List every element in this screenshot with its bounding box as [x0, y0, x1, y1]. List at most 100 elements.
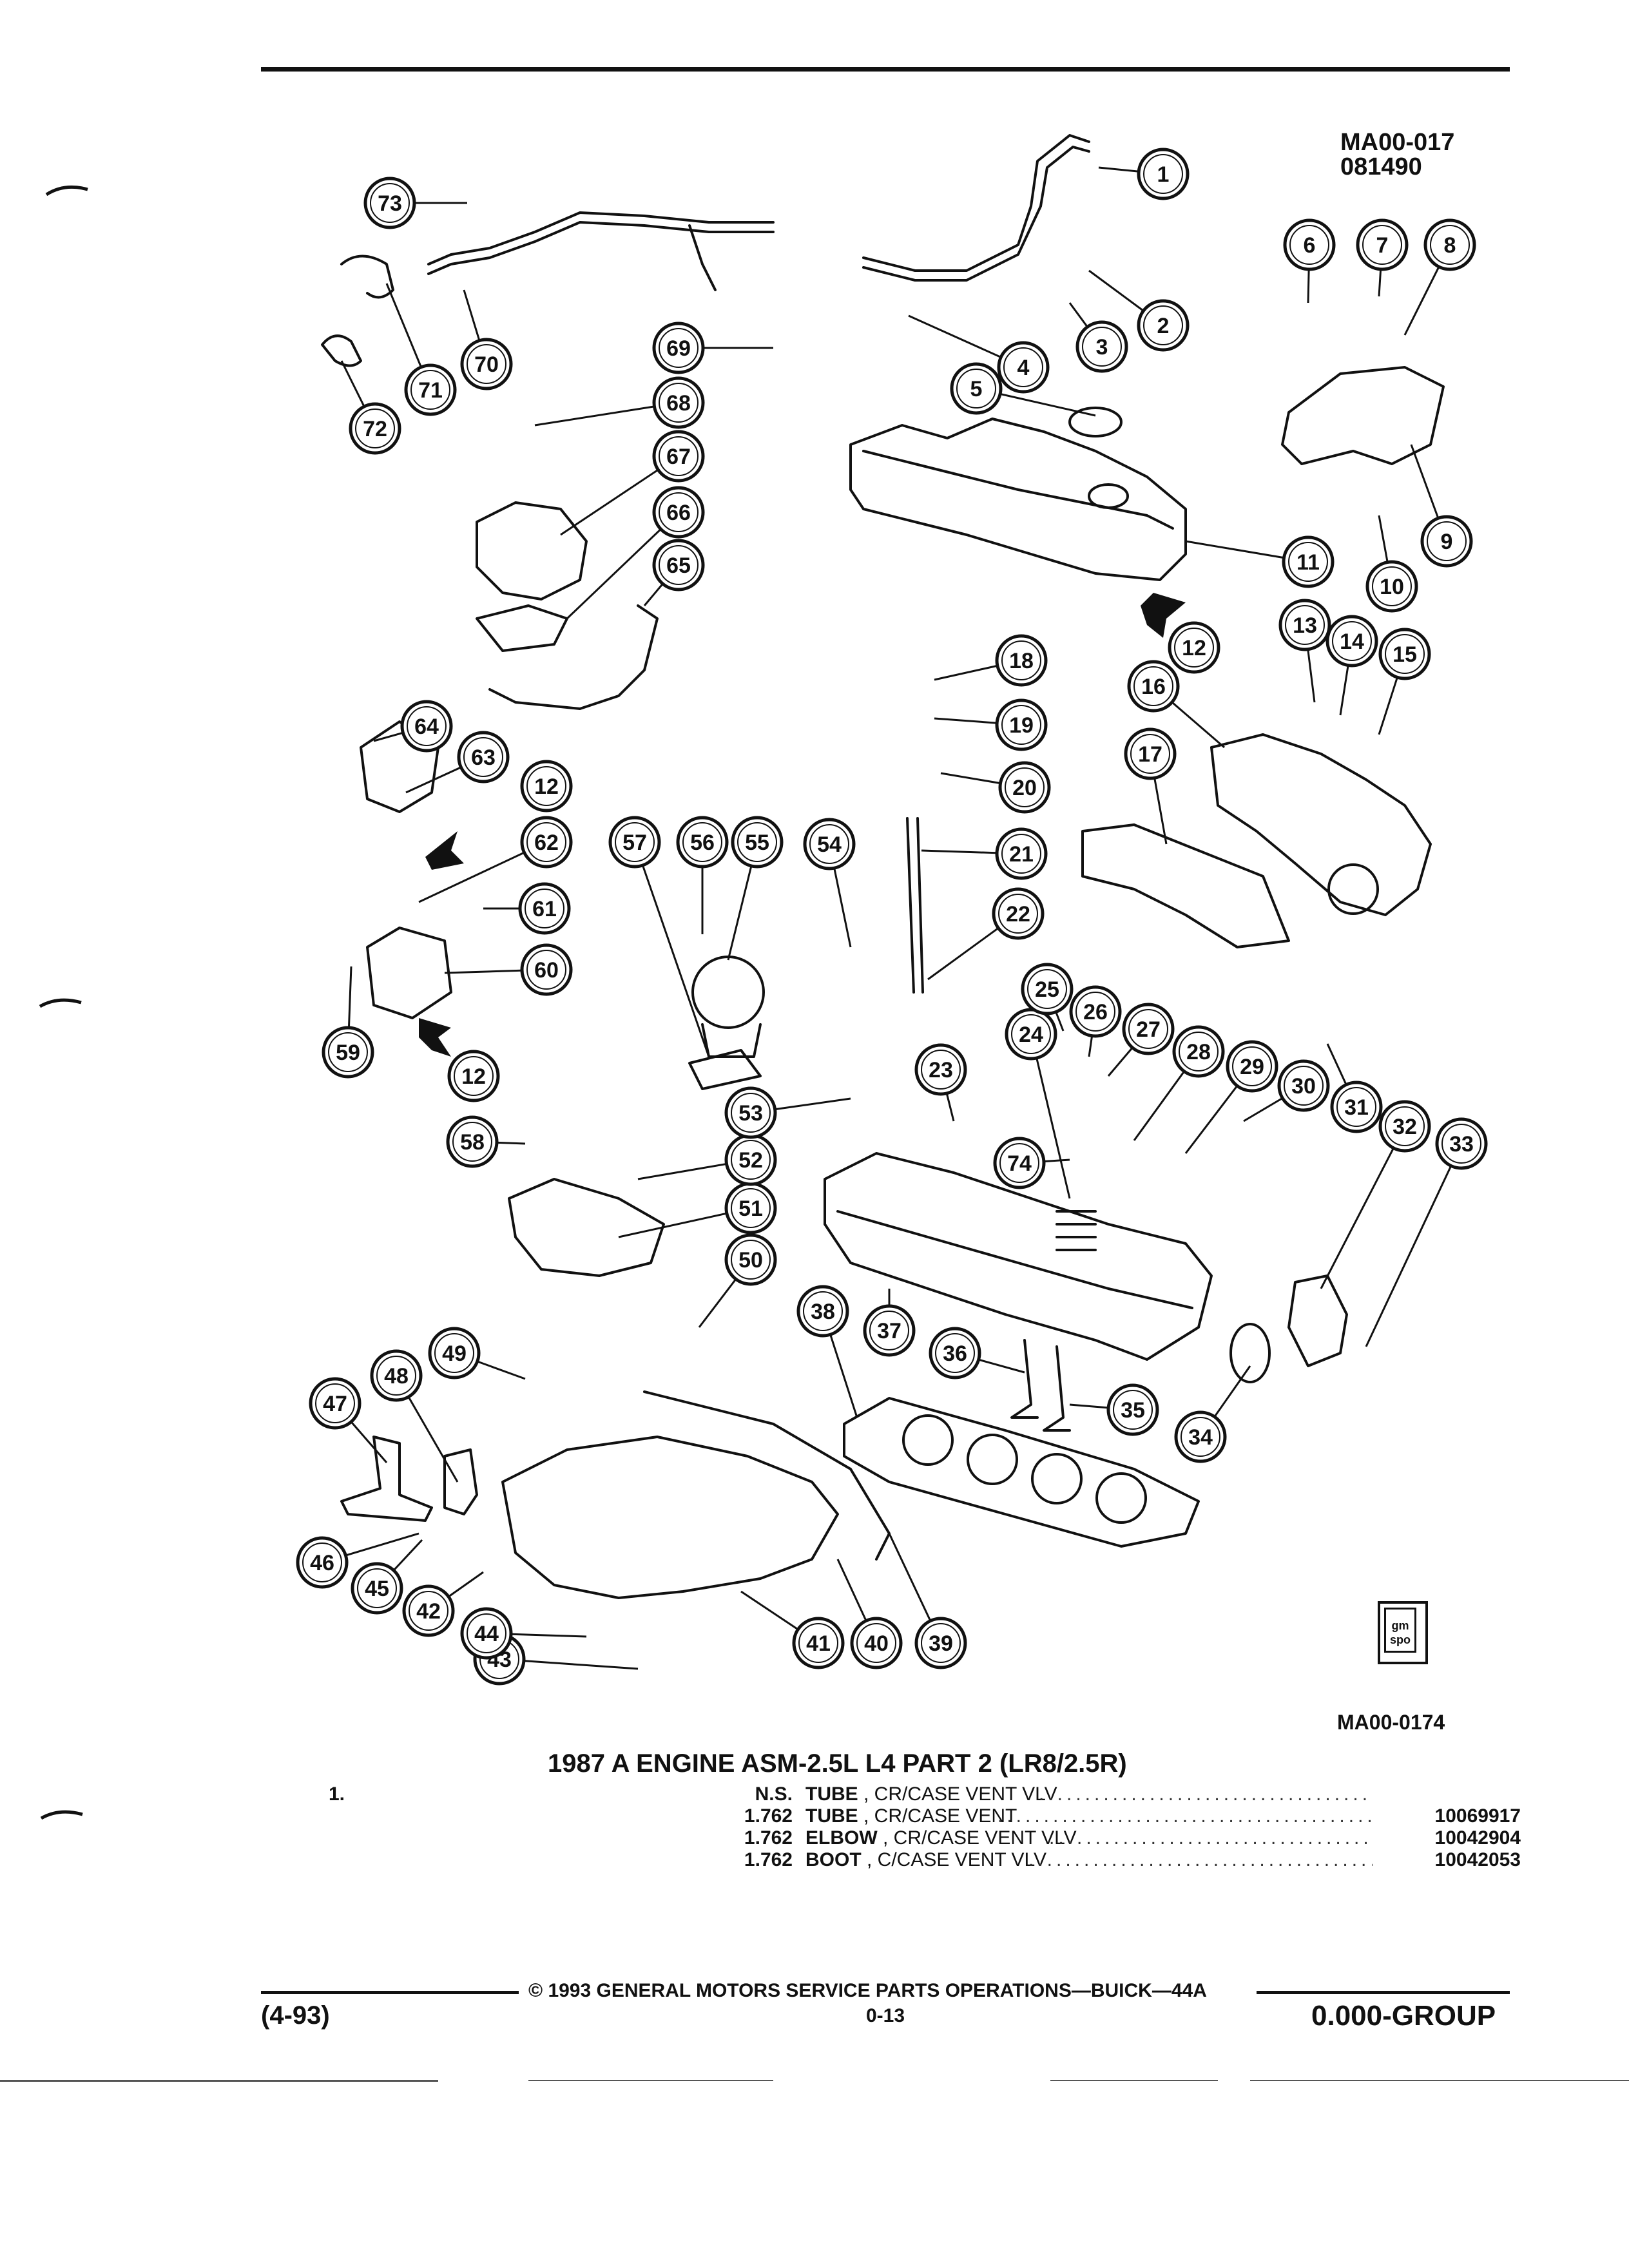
- part-description: ELBOW , CR/CASE VENT VLV: [805, 1827, 1077, 1849]
- logo-mark: gm spo: [1384, 1608, 1416, 1653]
- callout-label: 47: [323, 1392, 347, 1416]
- callout-label: 2: [1157, 314, 1170, 338]
- callout-circle: [1005, 1008, 1057, 1061]
- date-code: (4-93): [261, 2001, 330, 2030]
- binder-mark: [40, 1810, 83, 1820]
- callout-circle: [428, 1327, 481, 1379]
- callout-circle: [1137, 299, 1190, 352]
- callout-inner-ring: [659, 383, 699, 423]
- leader-dots: ........................................…: [1049, 1827, 1373, 1849]
- callout-circle: [724, 1086, 777, 1139]
- callout-9: 9: [1420, 515, 1473, 568]
- callout-circle: [998, 761, 1051, 814]
- leader-33: [1365, 1143, 1463, 1347]
- callout-inner-ring: [1011, 1014, 1051, 1054]
- callout-inner-ring: [1130, 734, 1170, 774]
- egr-gasket-drawing: [688, 1049, 762, 1090]
- valve-spring-drawing: [1055, 1210, 1097, 1251]
- callout-label: 56: [690, 831, 715, 855]
- callout-label: 20: [1012, 776, 1037, 800]
- gm-spo-logo: gm spo: [1378, 1601, 1428, 1664]
- callout-label: 72: [363, 417, 387, 441]
- callout-46: 46: [296, 1536, 349, 1589]
- callout-inner-ring: [1143, 305, 1183, 345]
- callout-label: 18: [1009, 649, 1034, 673]
- callout-21: 21: [995, 827, 1048, 880]
- top-rule: [261, 67, 1510, 72]
- callout-label: 59: [336, 1041, 360, 1065]
- callout-68: 68: [652, 376, 705, 429]
- callout-27: 27: [1122, 1003, 1175, 1055]
- callout-circle: [652, 486, 705, 539]
- callout-circle: [995, 698, 1048, 751]
- callout-circle: [446, 1115, 499, 1168]
- callout-label: 58: [460, 1130, 485, 1155]
- callout-inner-ring: [1174, 628, 1214, 668]
- scan-line: [1250, 2080, 1629, 2081]
- callout-circle: [731, 816, 784, 869]
- callout-circle: [400, 700, 453, 753]
- callout-inner-ring: [376, 1356, 416, 1396]
- callout-circle: [796, 1285, 849, 1338]
- callout-66: 66: [652, 486, 705, 539]
- callout-28: 28: [1172, 1025, 1225, 1078]
- callout-65: 65: [652, 539, 705, 591]
- callout-72: 72: [349, 402, 401, 455]
- callout-label: 61: [532, 897, 557, 921]
- callout-inner-ring: [1285, 605, 1325, 645]
- callout-label: 35: [1121, 1398, 1145, 1423]
- callout-inner-ring: [1362, 225, 1402, 265]
- callout-inner-ring: [1385, 634, 1425, 674]
- callout-circle: [1330, 1081, 1383, 1133]
- callout-38: 38: [796, 1285, 849, 1338]
- copyright-line: © 1993 GENERAL MOTORS SERVICE PARTS OPER…: [528, 1980, 1207, 2001]
- callout-44: 44: [460, 1607, 513, 1660]
- callout-inner-ring: [526, 822, 566, 862]
- callout-23: 23: [914, 1043, 967, 1096]
- callout-inner-ring: [434, 1333, 474, 1373]
- callout-circle: [608, 816, 661, 869]
- callout-42: 42: [402, 1584, 455, 1637]
- callout-60: 60: [520, 943, 573, 996]
- callout-label: 39: [929, 1631, 953, 1656]
- part-number: 10042904: [1434, 1827, 1521, 1849]
- callout-label: 74: [1007, 1151, 1032, 1176]
- callout-13: 13: [1278, 599, 1331, 651]
- callout-inner-ring: [452, 1122, 492, 1162]
- callout-circle: [1325, 615, 1378, 668]
- callout-inner-ring: [1128, 1009, 1168, 1049]
- callout-62: 62: [520, 816, 573, 869]
- callout-inner-ring: [998, 894, 1038, 934]
- callout-22: 22: [992, 887, 1045, 940]
- callout-inner-ring: [409, 1591, 448, 1631]
- callout-33: 33: [1435, 1117, 1488, 1170]
- callout-63: 63: [457, 731, 510, 783]
- callout-label: 65: [666, 553, 691, 578]
- callout-69: 69: [652, 322, 705, 374]
- footer-rule-right: [1257, 1991, 1510, 1994]
- callout-12: 12: [1168, 621, 1220, 674]
- callout-circle: [1277, 1059, 1330, 1112]
- callout-label: 23: [929, 1058, 953, 1082]
- callout-inner-ring: [1336, 1087, 1376, 1127]
- callout-inner-ring: [1430, 225, 1470, 265]
- callout-label: 11: [1296, 550, 1320, 575]
- callout-58: 58: [446, 1115, 499, 1168]
- callout-label: 16: [1141, 675, 1166, 699]
- callout-7: 7: [1356, 218, 1409, 271]
- callout-circle: [792, 1617, 845, 1669]
- callout-label: 28: [1186, 1040, 1211, 1064]
- callout-circle: [1021, 963, 1074, 1015]
- callout-inner-ring: [370, 183, 410, 223]
- elbow-drawing: [340, 255, 394, 299]
- part-description: TUBE , CR/CASE VENT: [805, 1805, 1017, 1827]
- callout-label: 17: [1138, 742, 1162, 767]
- callout-label: 9: [1441, 530, 1453, 554]
- callout-74: 74: [993, 1137, 1046, 1189]
- group-label: 0.000-GROUP: [1311, 2000, 1496, 2032]
- callout-inner-ring: [615, 822, 655, 862]
- callout-3: 3: [1075, 320, 1128, 373]
- callout-inner-ring: [956, 369, 996, 408]
